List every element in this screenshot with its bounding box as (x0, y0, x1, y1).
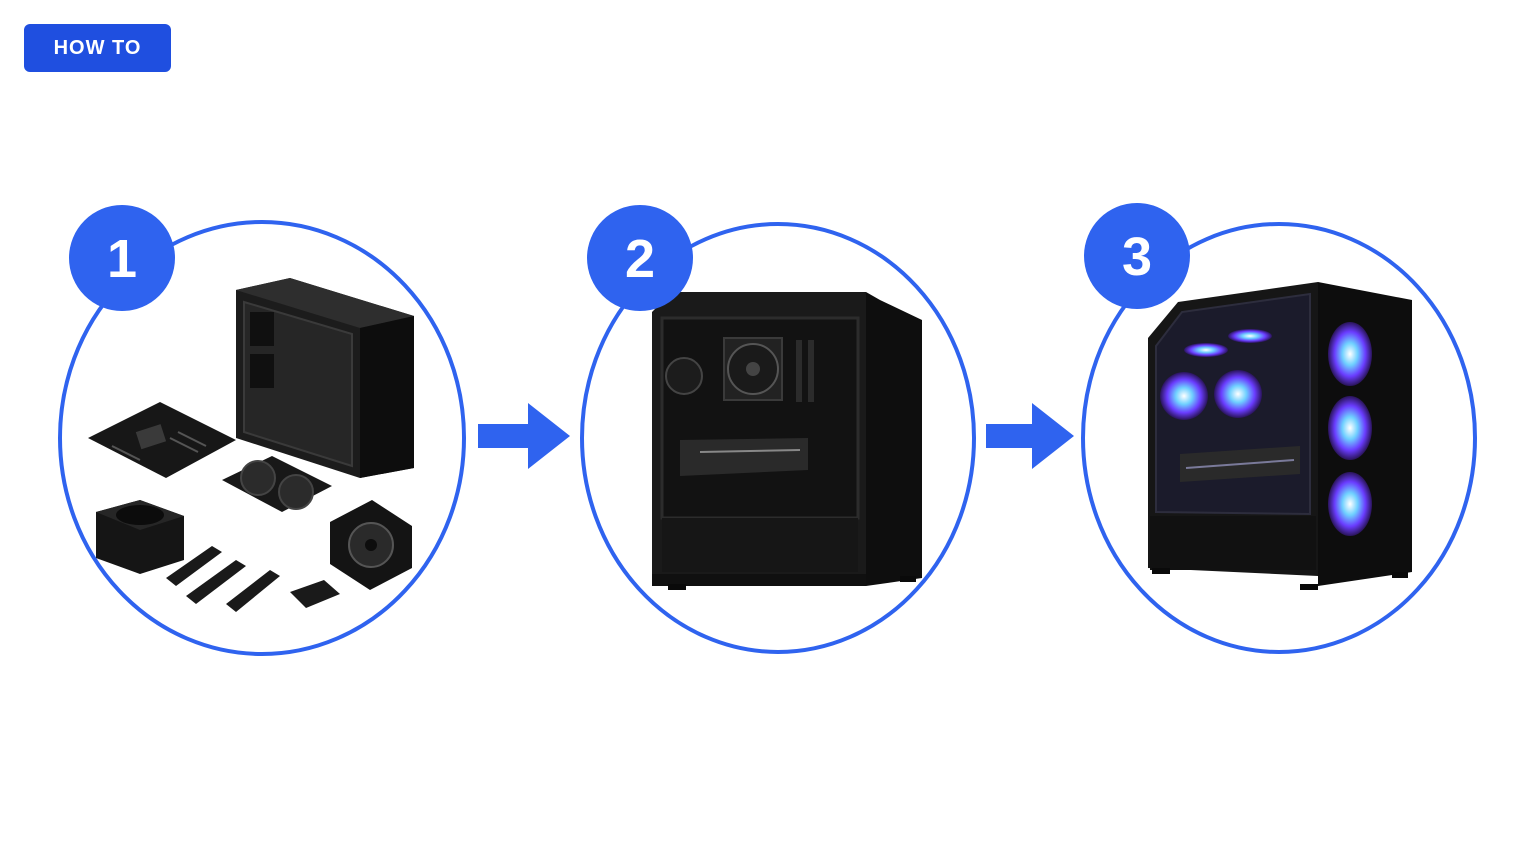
step-2-number-badge (587, 205, 693, 311)
step-2: 2 (580, 205, 976, 654)
how-to-badge: HOW TO (24, 24, 171, 72)
unassembled-pc-components-image (88, 278, 414, 612)
step-1: 1 (58, 205, 466, 656)
step-2-number: 2 (625, 229, 655, 289)
step-1-number: 1 (107, 229, 137, 289)
step-3-number: 3 (1122, 227, 1152, 287)
step-3-number-badge (1084, 203, 1190, 309)
how-to-label: HOW TO (53, 36, 142, 59)
right-arrow-icon (478, 403, 570, 469)
step-1-number-badge (69, 205, 175, 311)
finished-rgb-pc-image (1148, 282, 1412, 590)
right-arrow-icon (986, 403, 1074, 469)
assembled-pc-case-image (652, 292, 922, 590)
step-3: 3 (1081, 203, 1477, 654)
